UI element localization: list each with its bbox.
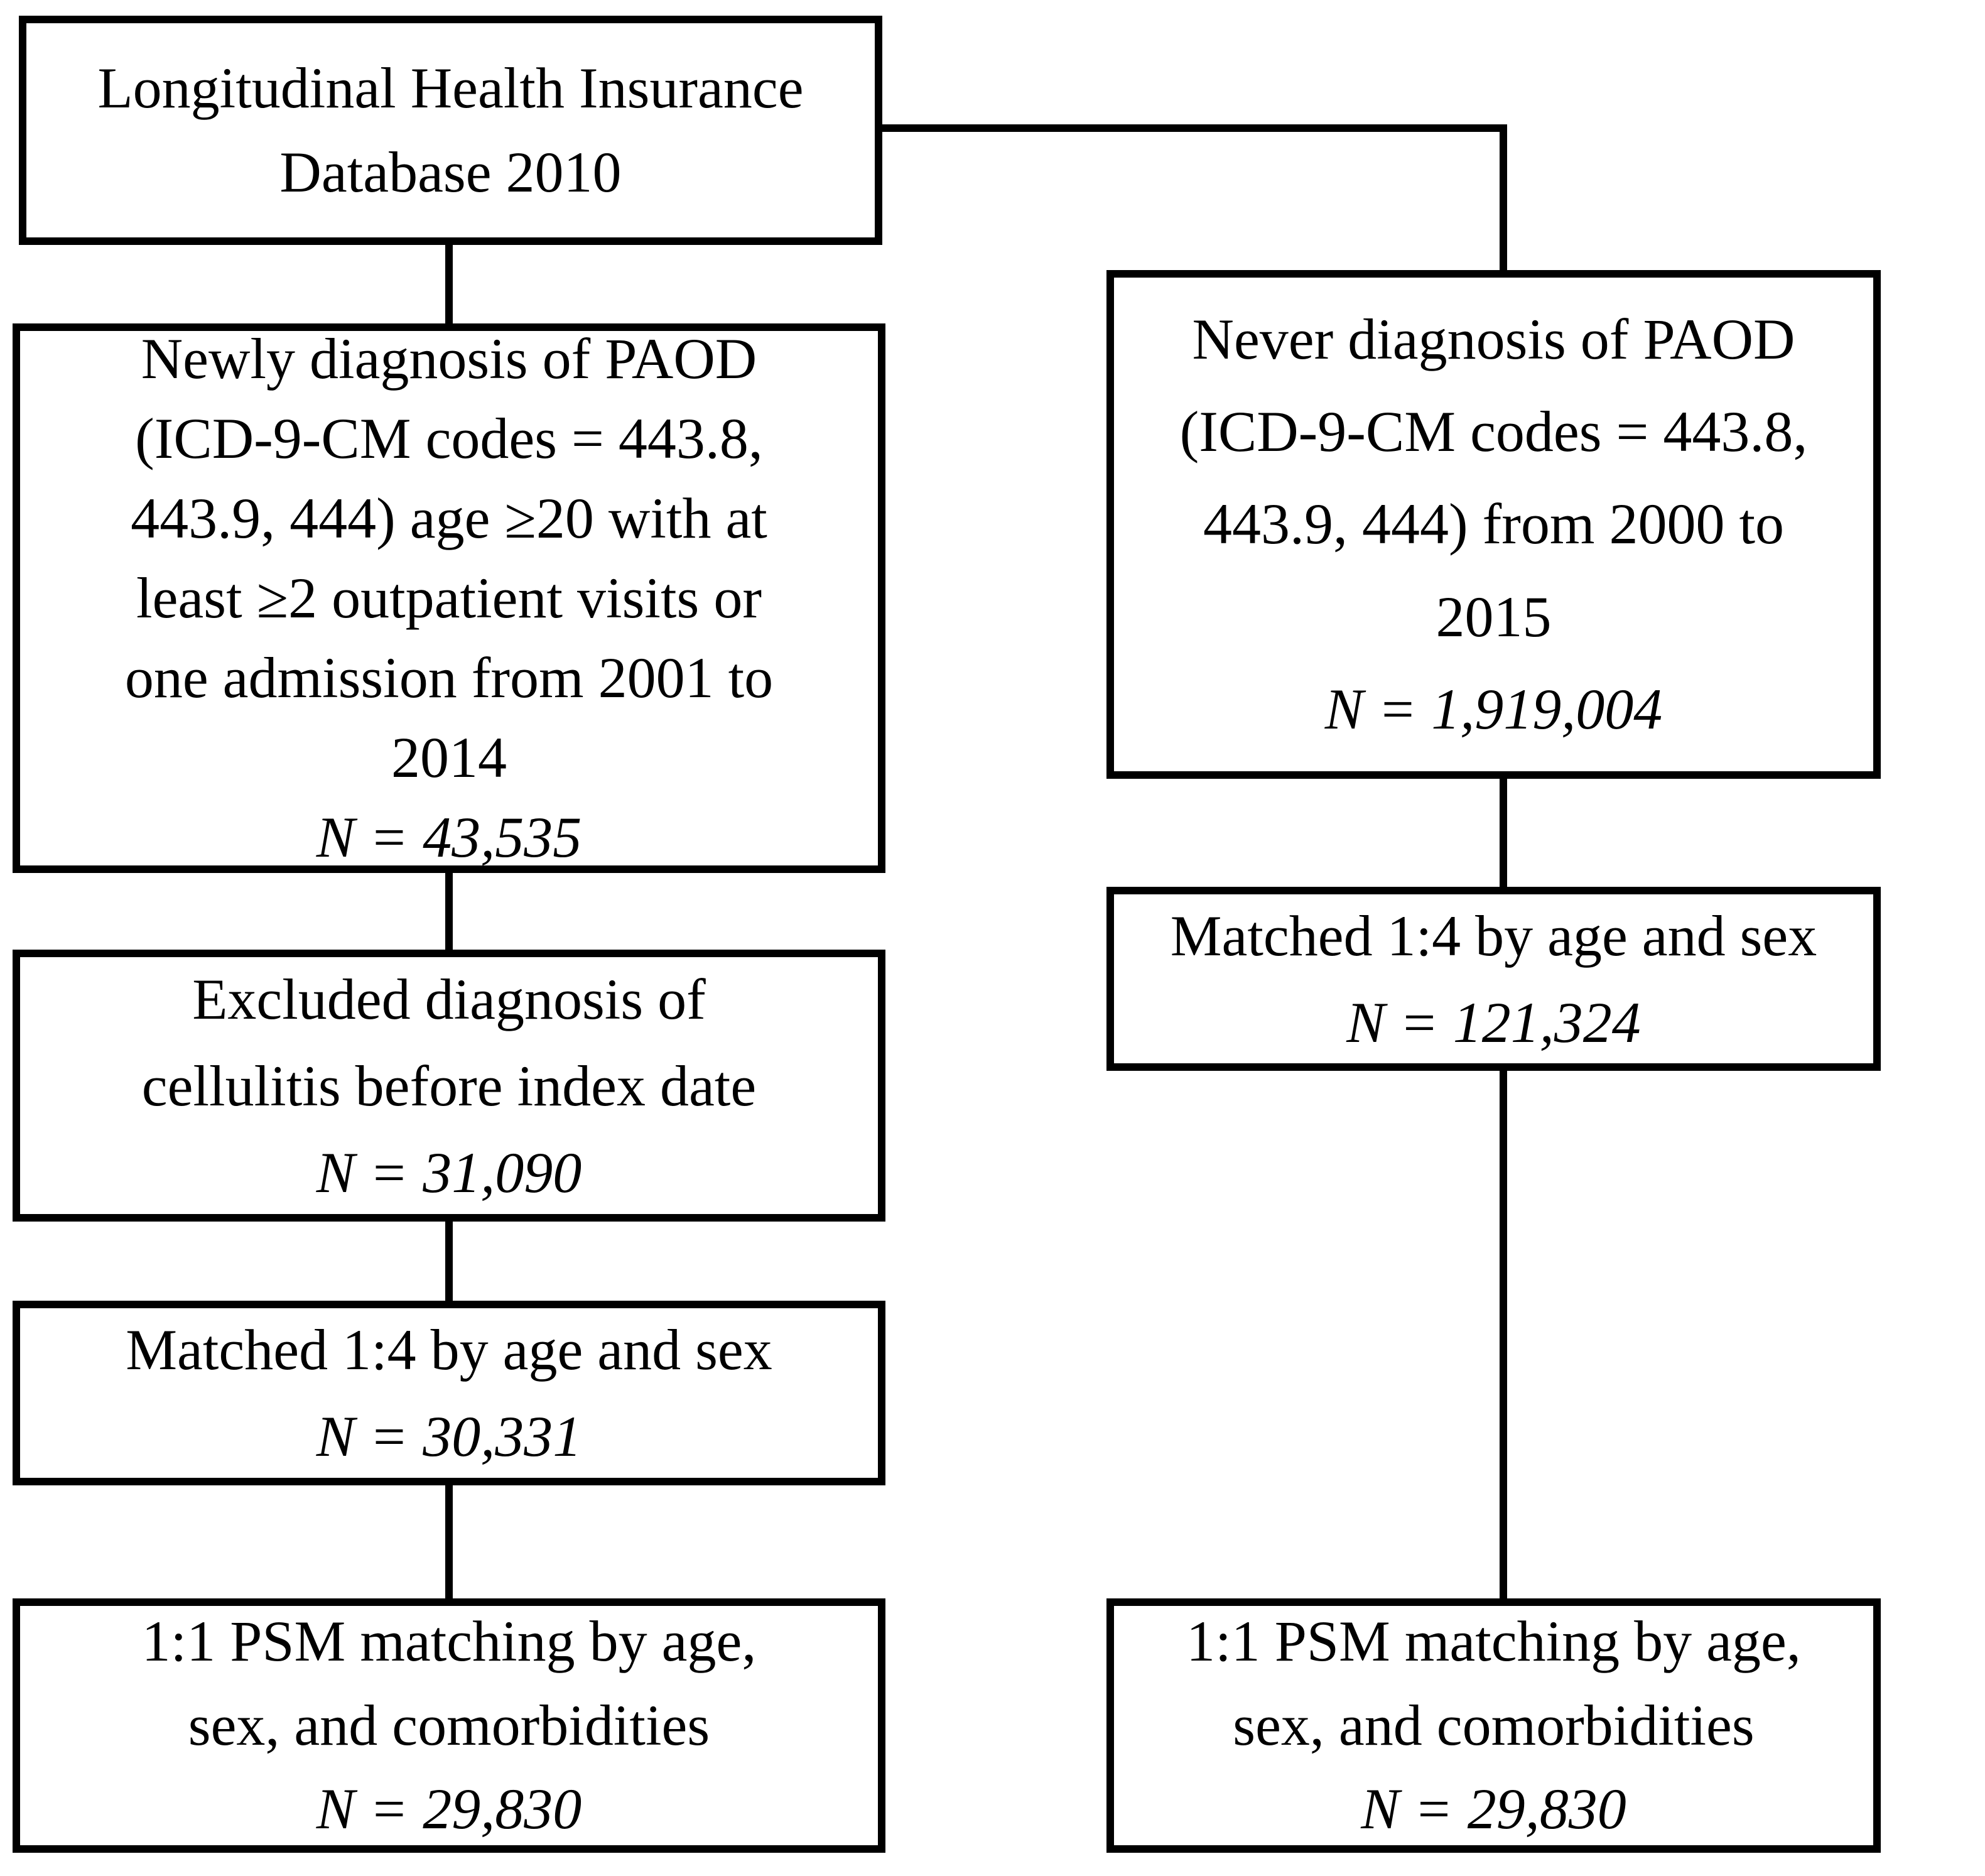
text-line: Newly diagnosis of PAOD	[141, 327, 757, 391]
box-never-diagnosis-paod: Never diagnosis of PAOD (ICD-9-CM codes …	[1106, 270, 1881, 779]
connector-never-to-matched-right	[1500, 779, 1507, 887]
n-value: N = 31,090	[316, 1140, 582, 1205]
text-line: cellulitis before index date	[141, 1053, 757, 1118]
text-line: 2014	[391, 725, 507, 789]
text-line: 1:1 PSM matching by age,	[1186, 1609, 1801, 1674]
text-line: 2015	[1436, 584, 1552, 649]
n-value: N = 29,830	[316, 1777, 582, 1841]
text-line: 1:1 PSM matching by age,	[141, 1609, 757, 1674]
text-line: Matched 1:4 by age and sex	[126, 1318, 772, 1382]
text-line: sex, and comorbidities	[188, 1693, 710, 1757]
box-excluded-cellulitis: Excluded diagnosis of cellulitis before …	[13, 950, 885, 1222]
connector-excluded-to-matched	[445, 1222, 453, 1301]
connector-database-to-newly	[445, 245, 453, 323]
text-line: Excluded diagnosis of	[192, 967, 706, 1031]
box-newly-diagnosis-paod: Newly diagnosis of PAOD (ICD-9-CM codes …	[13, 323, 885, 873]
text-line: 443.9, 444) from 2000 to	[1203, 492, 1785, 556]
text-line: least ≥2 outpatient visits or	[136, 566, 762, 631]
text-line: Never diagnosis of PAOD	[1192, 307, 1795, 372]
box-matched-right: Matched 1:4 by age and sex N = 121,324	[1106, 887, 1881, 1071]
connector-database-elbow-vertical	[1500, 124, 1507, 270]
box-psm-left: 1:1 PSM matching by age, sex, and comorb…	[13, 1598, 885, 1853]
box-database: Longitudinal Health Insurance Database 2…	[19, 16, 882, 245]
text-line: (ICD-9-CM codes = 443.8,	[135, 406, 763, 471]
n-value: N = 30,331	[316, 1404, 582, 1468]
text-line: Longitudinal Health Insurance	[97, 56, 804, 121]
text-line: Matched 1:4 by age and sex	[1170, 903, 1817, 968]
n-value: N = 29,830	[1361, 1777, 1626, 1841]
n-value: N = 43,535	[316, 805, 582, 869]
text-line: one admission from 2001 to	[124, 645, 774, 710]
n-value: N = 121,324	[1346, 990, 1641, 1055]
text-line: sex, and comorbidities	[1233, 1693, 1755, 1757]
text-line: (ICD-9-CM codes = 443.8,	[1179, 399, 1808, 464]
connector-newly-to-excluded	[445, 873, 453, 950]
connector-matched-to-psm-left	[445, 1485, 453, 1598]
connector-matched-right-to-psm-right	[1500, 1071, 1507, 1598]
text-line: 443.9, 444) age ≥20 with at	[131, 486, 767, 551]
connector-database-elbow-horizontal	[882, 124, 1507, 132]
box-psm-right: 1:1 PSM matching by age, sex, and comorb…	[1106, 1598, 1881, 1853]
text-line: Database 2010	[279, 139, 622, 204]
box-matched-left: Matched 1:4 by age and sex N = 30,331	[13, 1301, 885, 1485]
n-value: N = 1,919,004	[1324, 676, 1663, 741]
